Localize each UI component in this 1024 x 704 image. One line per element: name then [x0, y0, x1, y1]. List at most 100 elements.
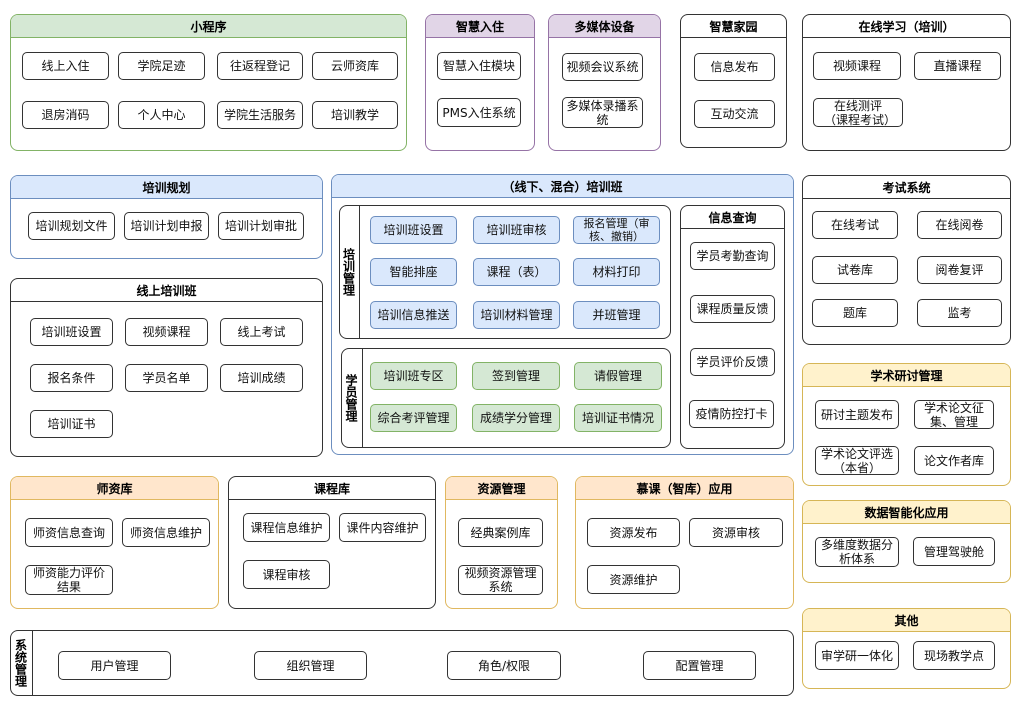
module-box[interactable]: 题库 — [812, 299, 898, 327]
module-box[interactable]: 培训成绩 — [220, 364, 303, 392]
module-box[interactable]: 智能排座 — [370, 258, 457, 286]
panel-title: 其他 — [803, 609, 1010, 632]
module-box[interactable]: 多媒体录播系统 — [562, 97, 643, 128]
module-box[interactable]: 课程（表） — [473, 258, 560, 286]
module-box[interactable]: 学院生活服务 — [217, 101, 303, 129]
module-box[interactable]: 云师资库 — [312, 52, 398, 80]
panel-title: 小程序 — [11, 15, 406, 38]
module-box[interactable]: 综合考评管理 — [370, 404, 457, 432]
group-label: 培训管理 — [339, 205, 360, 339]
module-box[interactable]: 培训教学 — [312, 101, 398, 129]
module-box[interactable]: 培训信息推送 — [370, 301, 457, 329]
module-box[interactable]: 组织管理 — [254, 651, 367, 680]
module-box[interactable]: 信息发布 — [694, 53, 775, 81]
module-box[interactable]: 请假管理 — [574, 362, 662, 390]
panel-title: 考试系统 — [803, 176, 1010, 199]
module-box[interactable]: 培训证书情况 — [574, 404, 662, 432]
module-box[interactable]: 监考 — [917, 299, 1002, 327]
module-box[interactable]: 论文作者库 — [914, 446, 994, 475]
panel-title: 培训规划 — [11, 176, 322, 199]
group-label: 学员管理 — [341, 348, 363, 448]
module-box[interactable]: 培训班审核 — [473, 216, 560, 244]
module-box[interactable]: 并班管理 — [573, 301, 660, 329]
module-box[interactable]: 学员名单 — [125, 364, 208, 392]
panel-title: 师资库 — [11, 477, 218, 500]
module-box[interactable]: 现场教学点 — [913, 641, 995, 670]
module-box[interactable]: 师资能力评价结果 — [25, 565, 113, 595]
module-box[interactable]: 学院足迹 — [118, 52, 205, 80]
module-box[interactable]: 签到管理 — [472, 362, 560, 390]
module-box[interactable]: 资源发布 — [587, 518, 680, 547]
panel-course: 课程库 — [228, 476, 436, 609]
panel-title: 线上培训班 — [11, 279, 322, 302]
module-box[interactable]: 在线测评（课程考试） — [813, 98, 903, 127]
panel-title: 课程库 — [229, 477, 435, 500]
module-box[interactable]: 退房消码 — [22, 101, 109, 129]
module-box[interactable]: 资源维护 — [587, 565, 680, 594]
module-box[interactable]: 课程信息维护 — [243, 513, 330, 542]
module-box[interactable]: 报名管理（审核、撤销） — [573, 216, 660, 244]
module-box[interactable]: 材料打印 — [573, 258, 660, 286]
module-box[interactable]: 审学研一体化 — [815, 641, 899, 670]
group-title: 信息查询 — [681, 206, 784, 229]
module-box[interactable]: 培训班设置 — [370, 216, 457, 244]
module-box[interactable]: 线上考试 — [220, 318, 303, 346]
module-box[interactable]: 师资信息查询 — [25, 518, 113, 547]
module-box[interactable]: 成绩学分管理 — [472, 404, 560, 432]
module-box[interactable]: 培训证书 — [30, 410, 113, 438]
panel-title: （线下、混合）培训班 — [332, 175, 793, 198]
module-box[interactable]: 配置管理 — [643, 651, 756, 680]
module-box[interactable]: 资源审核 — [689, 518, 783, 547]
panel-mini-program: 小程序 — [10, 14, 407, 151]
module-box[interactable]: 培训计划审批 — [218, 212, 304, 240]
module-box[interactable]: 疫情防控打卡 — [689, 400, 774, 428]
module-box[interactable]: 课程质量反馈 — [690, 295, 775, 323]
module-box[interactable]: 学术论文征集、管理 — [914, 400, 994, 429]
module-box[interactable]: 师资信息维护 — [122, 518, 210, 547]
module-box[interactable]: 课件内容维护 — [339, 513, 426, 542]
module-box[interactable]: 报名条件 — [30, 364, 113, 392]
module-box[interactable]: 视频会议系统 — [562, 53, 643, 81]
module-box[interactable]: 在线考试 — [812, 211, 898, 239]
module-box[interactable]: 视频课程 — [125, 318, 208, 346]
panel-multimedia: 多媒体设备 — [548, 14, 661, 151]
panel-smart-checkin: 智慧入住 — [425, 14, 535, 151]
panel-title: 慕课（智库）应用 — [576, 477, 793, 500]
module-box[interactable]: 阅卷复评 — [917, 256, 1002, 284]
module-box[interactable]: 管理驾驶舱 — [913, 537, 995, 566]
module-box[interactable]: 线上入住 — [22, 52, 109, 80]
module-box[interactable]: 角色/权限 — [447, 651, 561, 680]
module-box[interactable]: 研讨主题发布 — [815, 400, 899, 429]
module-box[interactable]: PMS入住系统 — [437, 98, 521, 127]
module-box[interactable]: 课程审核 — [243, 560, 330, 589]
module-box[interactable]: 培训班设置 — [30, 318, 113, 346]
module-box[interactable]: 互动交流 — [694, 100, 775, 128]
panel-title: 学术研讨管理 — [803, 364, 1010, 387]
module-box[interactable]: 学术论文评选（本省） — [815, 446, 899, 475]
module-box[interactable]: 往返程登记 — [217, 52, 303, 80]
panel-online-learning: 在线学习（培训） — [802, 14, 1011, 151]
module-box[interactable]: 培训班专区 — [370, 362, 457, 390]
module-box[interactable]: 培训计划申报 — [124, 212, 209, 240]
module-box[interactable]: 在线阅卷 — [917, 211, 1002, 239]
module-box[interactable]: 视频课程 — [813, 52, 901, 80]
module-box[interactable]: 培训材料管理 — [473, 301, 560, 329]
panel-title: 在线学习（培训） — [803, 15, 1010, 38]
module-box[interactable]: 智慧入住模块 — [437, 52, 521, 80]
module-box[interactable]: 试卷库 — [812, 256, 898, 284]
module-box[interactable]: 多维度数据分析体系 — [815, 537, 899, 567]
panel-title: 资源管理 — [446, 477, 557, 500]
panel-title: 智慧入住 — [426, 15, 534, 38]
module-box[interactable]: 经典案例库 — [458, 518, 543, 547]
module-box[interactable]: 个人中心 — [118, 101, 205, 129]
panel-title: 多媒体设备 — [549, 15, 660, 38]
panel-title: 智慧家园 — [681, 15, 786, 38]
module-box[interactable]: 培训规划文件 — [28, 212, 115, 240]
module-box[interactable]: 学员评价反馈 — [690, 348, 775, 376]
module-box[interactable]: 直播课程 — [914, 52, 1001, 80]
panel-title: 数据智能化应用 — [803, 501, 1010, 524]
module-box[interactable]: 用户管理 — [58, 651, 171, 680]
group-label: 系统管理 — [10, 630, 33, 696]
module-box[interactable]: 视频资源管理系统 — [458, 565, 543, 595]
module-box[interactable]: 学员考勤查询 — [690, 242, 775, 270]
